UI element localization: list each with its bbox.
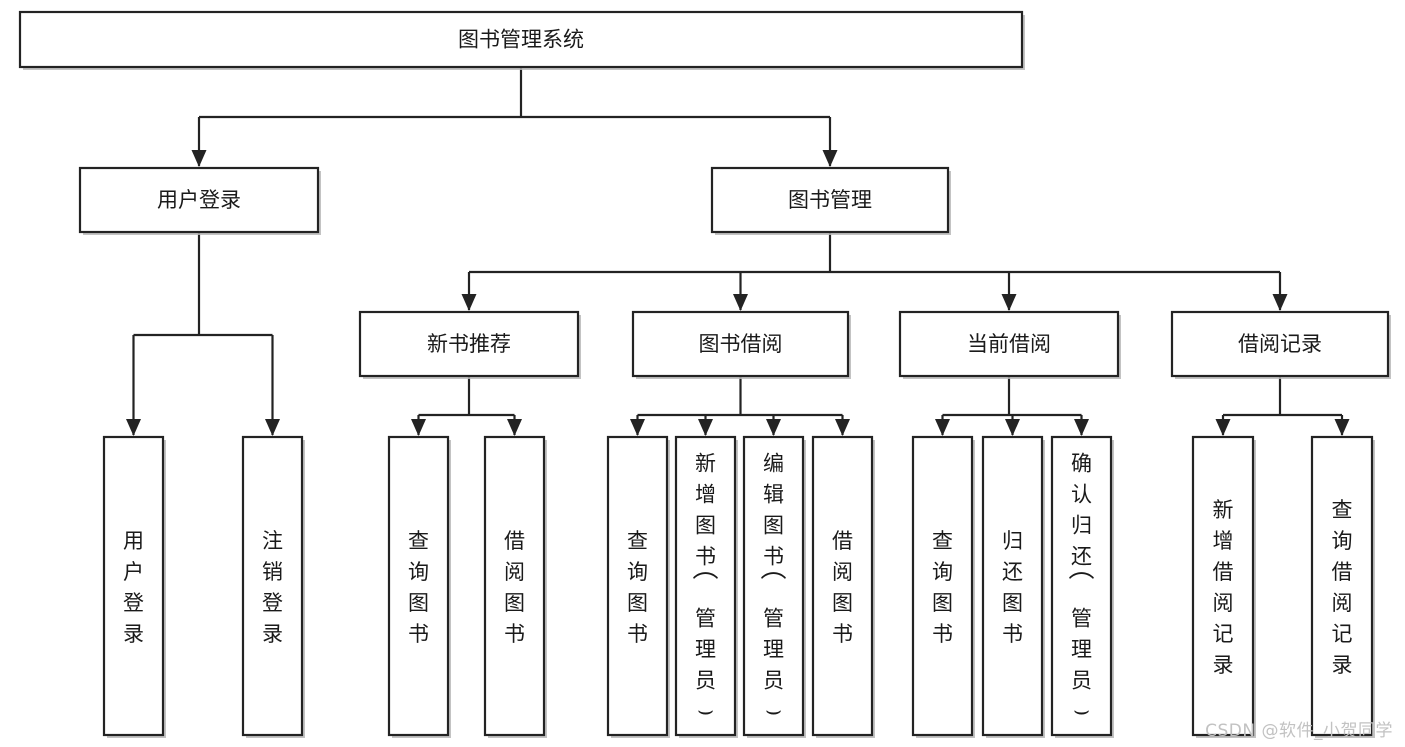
arrow-head-icon — [1074, 419, 1089, 436]
node-label: 图书借阅 — [699, 332, 783, 356]
node-label: 查询图书 — [627, 529, 648, 646]
node-label: 查询图书 — [408, 529, 429, 646]
node-leaf-borrow-book-1[interactable]: 借阅图书 — [483, 435, 546, 737]
node-leaf-add-book[interactable]: 新增图书⌒管理员⌣ — [674, 435, 737, 737]
node-leaf-query-book-1[interactable]: 查询图书 — [387, 435, 450, 737]
node-leaf-query-book-2[interactable]: 查询图书 — [606, 435, 669, 737]
arrow-head-icon — [411, 419, 426, 436]
node-book-manage[interactable]: 图书管理 — [710, 166, 950, 234]
node-label: 归还图书 — [1002, 529, 1023, 646]
node-label: 用户登录 — [123, 529, 144, 646]
node-leaf-user-login[interactable]: 用户登录 — [102, 435, 165, 737]
node-new-book-recommend[interactable]: 新书推荐 — [358, 310, 580, 378]
node-label: 当前借阅 — [967, 332, 1051, 356]
node-user-login[interactable]: 用户登录 — [78, 166, 320, 234]
node-label: 确认归还⌒管理员⌣ — [1068, 452, 1094, 726]
node-label: 新书推荐 — [427, 332, 511, 356]
node-book-borrow[interactable]: 图书借阅 — [631, 310, 850, 378]
csdn-watermark: CSDN @软件_小贺同学 — [1205, 721, 1393, 741]
arrow-head-icon — [1272, 294, 1288, 311]
node-root-book-management-system[interactable]: 图书管理系统 — [18, 10, 1024, 69]
arrow-head-icon — [935, 419, 950, 436]
node-label: 查询借阅记录 — [1332, 498, 1353, 677]
arrow-head-icon — [191, 150, 207, 167]
node-label: 借阅图书 — [832, 529, 853, 646]
node-current-borrow[interactable]: 当前借阅 — [898, 310, 1120, 378]
nodes-layer: 图书管理系统用户登录图书管理新书推荐图书借阅当前借阅借阅记录用户登录注销登录查询… — [18, 10, 1390, 737]
node-leaf-return-book[interactable]: 归还图书 — [981, 435, 1044, 737]
arrow-head-icon — [1001, 294, 1017, 311]
node-borrow-record[interactable]: 借阅记录 — [1170, 310, 1390, 378]
node-label: 新增图书⌒管理员⌣ — [692, 452, 718, 726]
node-label: 图书管理系统 — [458, 28, 584, 52]
arrow-head-icon — [733, 294, 748, 311]
node-leaf-edit-book[interactable]: 编辑图书⌒管理员⌣ — [742, 435, 805, 737]
arrow-head-icon — [835, 419, 850, 436]
arrow-head-icon — [766, 419, 781, 436]
arrow-head-icon — [1334, 419, 1350, 436]
node-label: 查询图书 — [932, 529, 953, 646]
node-label: 借阅记录 — [1238, 332, 1322, 356]
node-leaf-query-record[interactable]: 查询借阅记录 — [1310, 435, 1374, 737]
arrow-head-icon — [630, 419, 645, 436]
node-label: 用户登录 — [157, 188, 241, 212]
node-label: 注销登录 — [262, 529, 283, 646]
node-label: 新增借阅记录 — [1213, 498, 1234, 677]
node-leaf-confirm-return[interactable]: 确认归还⌒管理员⌣ — [1050, 435, 1113, 737]
node-label: 借阅图书 — [504, 529, 525, 646]
arrow-head-icon — [507, 419, 522, 436]
arrow-head-icon — [265, 419, 280, 436]
node-leaf-borrow-book-2[interactable]: 借阅图书 — [811, 435, 874, 737]
node-label: 图书管理 — [788, 188, 872, 212]
node-leaf-add-record[interactable]: 新增借阅记录 — [1191, 435, 1255, 737]
node-leaf-user-logout[interactable]: 注销登录 — [241, 435, 304, 737]
arrow-head-icon — [698, 419, 713, 436]
arrow-head-icon — [461, 294, 477, 311]
arrow-head-icon — [126, 419, 141, 436]
node-leaf-query-book-3[interactable]: 查询图书 — [911, 435, 974, 737]
node-label: 编辑图书⌒管理员⌣ — [760, 452, 786, 726]
arrow-head-icon — [1215, 419, 1231, 436]
arrow-head-icon — [1005, 419, 1020, 436]
arrow-head-icon — [822, 150, 838, 167]
